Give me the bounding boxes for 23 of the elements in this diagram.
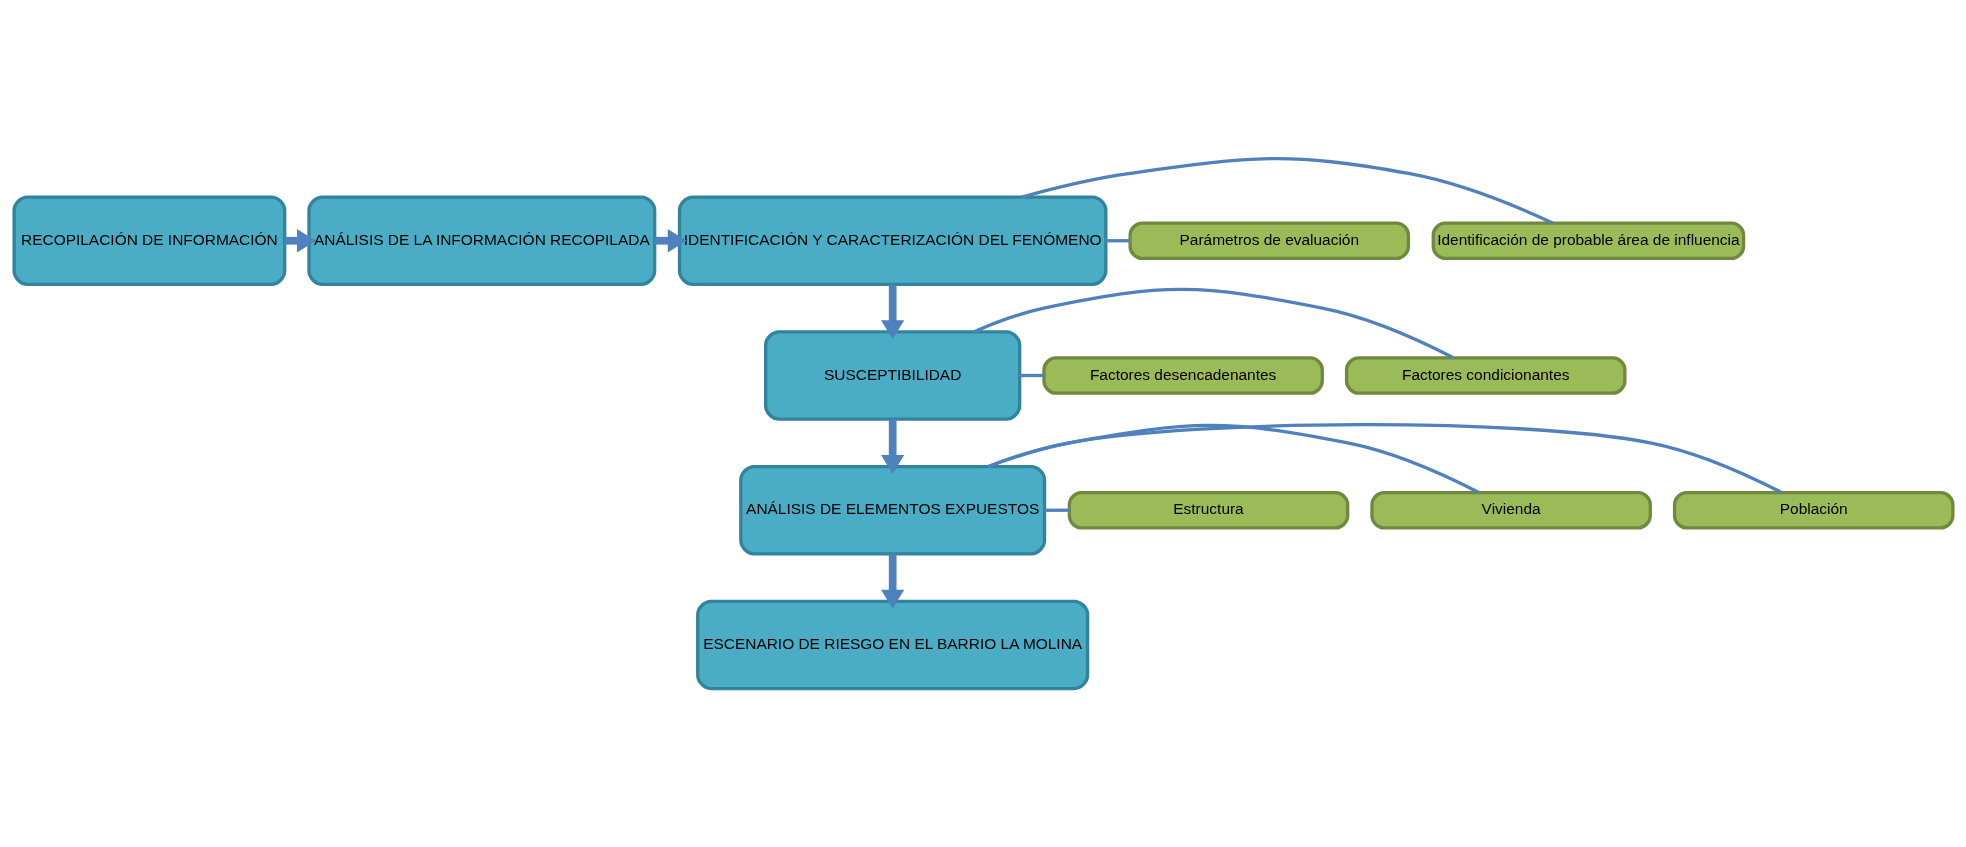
node-box: Vivienda xyxy=(1369,490,1652,530)
node-box: RECOPILACIÓN DE INFORMACIÓN xyxy=(11,195,286,287)
node-box: Identificación de probable área de influencia xyxy=(1431,221,1745,261)
node-box: Estructura xyxy=(1067,490,1349,530)
arrow xyxy=(880,554,904,609)
node-box: ANÁLISIS DE ELEMENTOS EXPUESTOS xyxy=(738,464,1046,556)
connector xyxy=(1020,157,1553,225)
arrow xyxy=(880,284,904,340)
node-box: Parámetros de evaluación xyxy=(1127,221,1410,261)
node-box: Población xyxy=(1672,490,1955,530)
connector xyxy=(1019,373,1044,378)
connector xyxy=(973,287,1454,360)
connector xyxy=(1105,239,1130,243)
arrow xyxy=(880,419,904,474)
node-box: SUSCEPTIBILIDAD xyxy=(763,330,1021,421)
node-box: Factores condicionantes xyxy=(1344,356,1627,395)
connector xyxy=(987,423,1782,494)
node-box: ANÁLISIS DE LA INFORMACIÓN RECOPILADA xyxy=(306,195,656,287)
connector xyxy=(1044,508,1069,512)
connector xyxy=(987,423,1480,494)
node-box: IDENTIFICACIÓN Y CARACTERIZACIÓN DEL FENÓMENO xyxy=(677,195,1107,287)
node-box: Factores desencadenantes xyxy=(1041,356,1324,395)
node-box: ESCENARIO DE RIESGO EN EL BARRIO LA MOLINA xyxy=(695,599,1089,691)
